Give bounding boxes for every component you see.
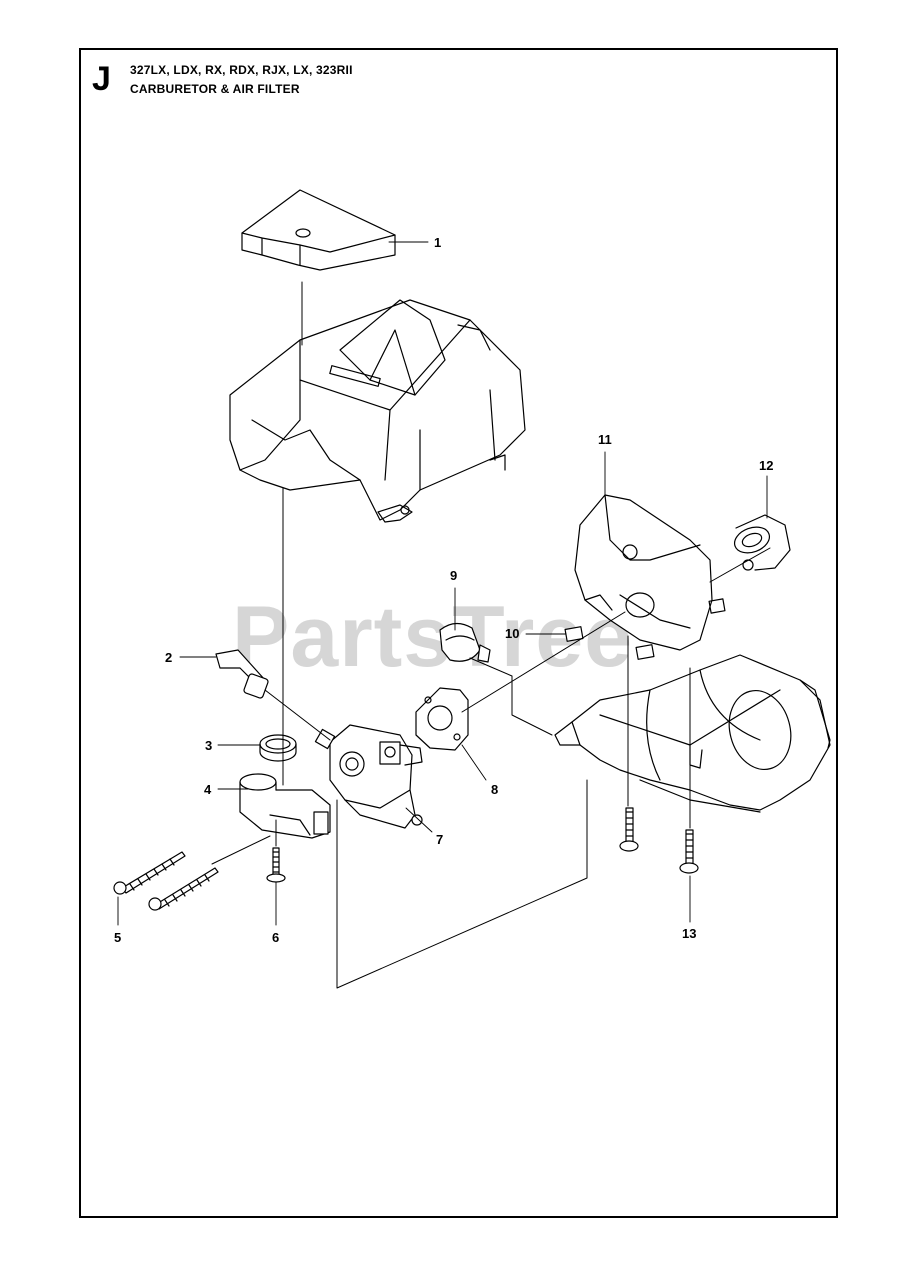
carb-gasket-part: [415, 687, 469, 751]
callout-8: 8: [491, 782, 499, 797]
model-list: 327LX, LDX, RX, RDX, RJX, LX, 323RII: [130, 63, 353, 77]
air-filter-cover-part: [229, 299, 526, 523]
callout-6: 6: [272, 930, 280, 945]
callout-13: 13: [682, 926, 697, 941]
callout-3: 3: [205, 738, 213, 753]
callout-12: 12: [759, 458, 774, 473]
watermark: PartsTree: [232, 589, 634, 685]
choke-lever-part: [215, 649, 269, 699]
diagram-title: CARBURETOR & AIR FILTER: [130, 82, 300, 96]
screws-13-part: [619, 807, 699, 874]
air-filter-part: [241, 189, 396, 271]
callout-5: 5: [114, 930, 122, 945]
callout-4: 4: [204, 782, 212, 797]
engine-housing-part: [554, 654, 831, 813]
screw-6-part: [266, 847, 286, 883]
callout-9: 9: [450, 568, 458, 583]
intake-adapter-part: [239, 773, 331, 839]
callout-7: 7: [436, 832, 444, 847]
carburetor-part: [314, 724, 423, 829]
callout-leaders: [117, 241, 768, 926]
intake-ring-part: [259, 734, 297, 762]
callout-10: 10: [505, 626, 520, 641]
callout-2: 2: [165, 650, 173, 665]
carburetor-bracket-part: [574, 494, 726, 651]
callout-1: 1: [434, 235, 442, 250]
assembly-lines: [211, 281, 771, 989]
nut-part: [564, 626, 655, 660]
mounting-screws-part: [113, 851, 219, 911]
callout-11: 11: [598, 432, 612, 447]
diagram-frame: [79, 48, 838, 1218]
primer-bulb-part: [439, 622, 491, 663]
section-letter: J: [92, 60, 111, 98]
intake-boot-part: [733, 514, 791, 571]
